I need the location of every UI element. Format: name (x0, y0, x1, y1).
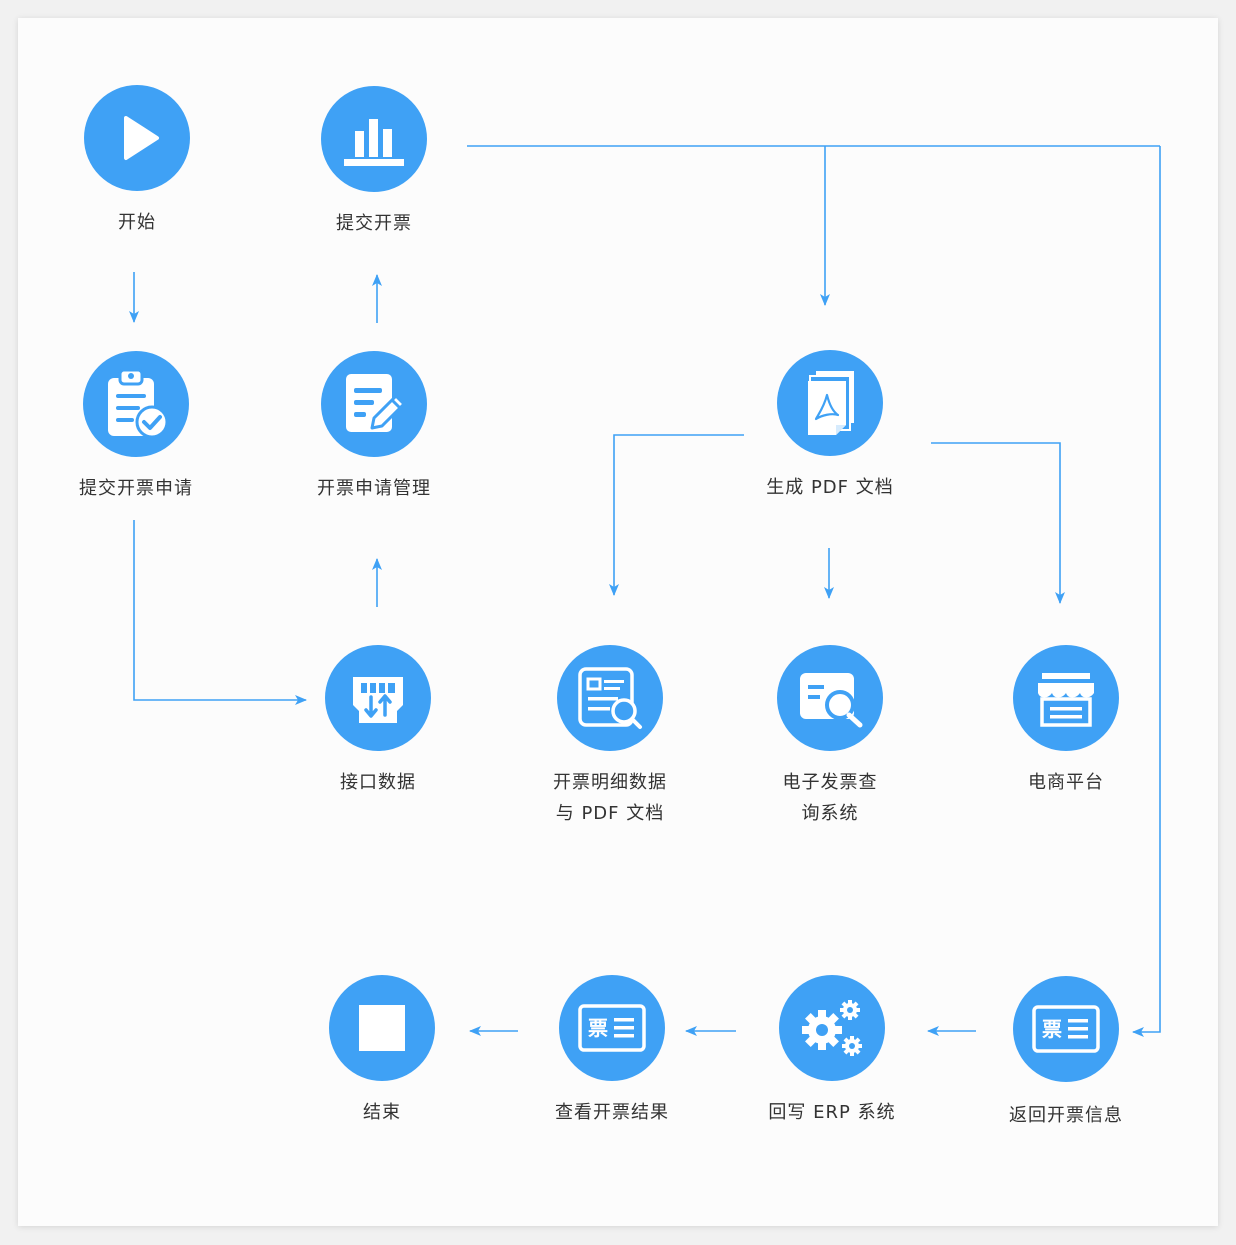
node-submit-request-label: 提交开票申请 (79, 478, 193, 499)
ticket-icon: 票 (559, 975, 665, 1081)
node-einvoice-query-label: 电子发票查 询系统 (730, 767, 930, 829)
gears-icon (779, 975, 885, 1081)
edit-document-icon (321, 351, 427, 457)
node-interface-data-label: 接口数据 (340, 772, 416, 793)
bar-chart-icon (321, 86, 427, 192)
node-ecommerce: 电商平台 (966, 645, 1166, 798)
node-detail-pdf: 开票明细数据 与 PDF 文档 (510, 645, 710, 829)
node-einvoice-query: 电子发票查 询系统 (730, 645, 930, 829)
node-interface-data: 接口数据 (278, 645, 478, 798)
ticket-icon: 票 (1013, 976, 1119, 1082)
node-einvoice-query-label-line2: 询系统 (801, 803, 859, 824)
node-start-label: 开始 (118, 212, 156, 233)
node-request-mgmt-label: 开票申请管理 (317, 478, 431, 499)
node-return-info: 票 返回开票信息 (966, 976, 1166, 1131)
node-gen-pdf: 生成 PDF 文档 (730, 350, 930, 503)
search-window-icon (777, 645, 883, 751)
node-detail-pdf-label-line1: 开票明细数据 (553, 772, 667, 793)
arrow-pdf-to-detail (609, 434, 744, 596)
arrow-request-to-interface (133, 520, 307, 705)
network-port-icon (325, 645, 431, 751)
play-icon (84, 85, 190, 191)
node-detail-pdf-label-line2: 与 PDF 文档 (555, 803, 665, 824)
node-writeback-erp: 回写 ERP 系统 (732, 975, 932, 1128)
storefront-icon (1013, 645, 1119, 751)
node-detail-pdf-label: 开票明细数据 与 PDF 文档 (510, 767, 710, 829)
node-einvoice-query-label-line1: 电子发票查 (782, 772, 878, 793)
node-return-info-label: 返回开票信息 (1009, 1105, 1123, 1126)
node-submit-request: 提交开票申请 (36, 351, 236, 504)
arrow-submit-to-return (1132, 146, 1161, 1037)
node-submit-invoice: 提交开票 (274, 86, 474, 239)
node-end: 结束 (282, 975, 482, 1128)
node-request-mgmt: 开票申请管理 (274, 351, 474, 504)
clipboard-check-icon (83, 351, 189, 457)
document-search-icon (557, 645, 663, 751)
ticket-icon-glyph: 票 (588, 1016, 608, 1040)
node-writeback-erp-label: 回写 ERP 系统 (768, 1102, 896, 1123)
node-view-result: 票 查看开票结果 (512, 975, 712, 1128)
node-view-result-label: 查看开票结果 (555, 1102, 669, 1123)
pdf-file-icon (777, 350, 883, 456)
ticket-icon-glyph: 票 (1042, 1017, 1062, 1041)
node-submit-invoice-label: 提交开票 (336, 213, 412, 234)
node-gen-pdf-label: 生成 PDF 文档 (766, 477, 894, 498)
node-end-label: 结束 (363, 1102, 401, 1123)
arrow-pdf-to-ecommerce (931, 442, 1065, 604)
node-ecommerce-label: 电商平台 (1028, 772, 1104, 793)
stop-icon (329, 975, 435, 1081)
node-start: 开始 (37, 85, 237, 238)
